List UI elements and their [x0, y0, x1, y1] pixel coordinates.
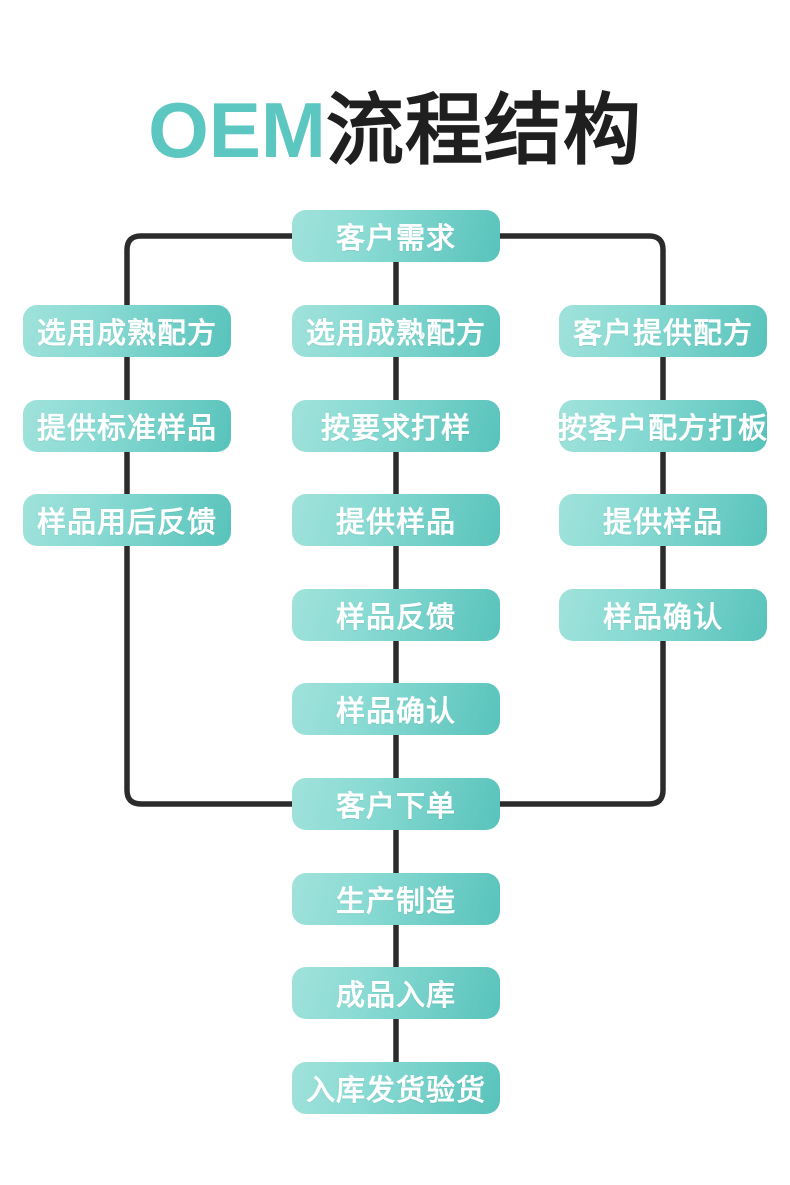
flow-box-warehouse: 成品入库 [292, 967, 500, 1019]
flow-box-right-1: 客户提供配方 [559, 305, 767, 357]
page-title: OEM流程结构 [0, 86, 790, 174]
flow-box-middle-3: 提供样品 [292, 494, 500, 546]
flow-box-middle-5: 样品确认 [292, 683, 500, 735]
flow-box-left-2: 提供标准样品 [23, 400, 231, 452]
flow-box-left-1: 选用成熟配方 [23, 305, 231, 357]
flow-box-customer-order: 客户下单 [292, 778, 500, 830]
flow-box-shipping-inspection: 入库发货验货 [292, 1062, 500, 1114]
flow-box-right-4: 样品确认 [559, 589, 767, 641]
flow-box-middle-4: 样品反馈 [292, 589, 500, 641]
title-highlight: OEM [148, 86, 326, 174]
flow-box-middle-1: 选用成熟配方 [292, 305, 500, 357]
title-rest: 流程结构 [325, 86, 642, 174]
flow-box-production: 生产制造 [292, 873, 500, 925]
flow-box-middle-2: 按要求打样 [292, 400, 500, 452]
flow-box-right-3: 提供样品 [559, 494, 767, 546]
flow-box-left-3: 样品用后反馈 [23, 494, 231, 546]
flow-box-right-2: 按客户配方打板 [558, 400, 767, 452]
flow-box-customer-need: 客户需求 [292, 210, 500, 262]
